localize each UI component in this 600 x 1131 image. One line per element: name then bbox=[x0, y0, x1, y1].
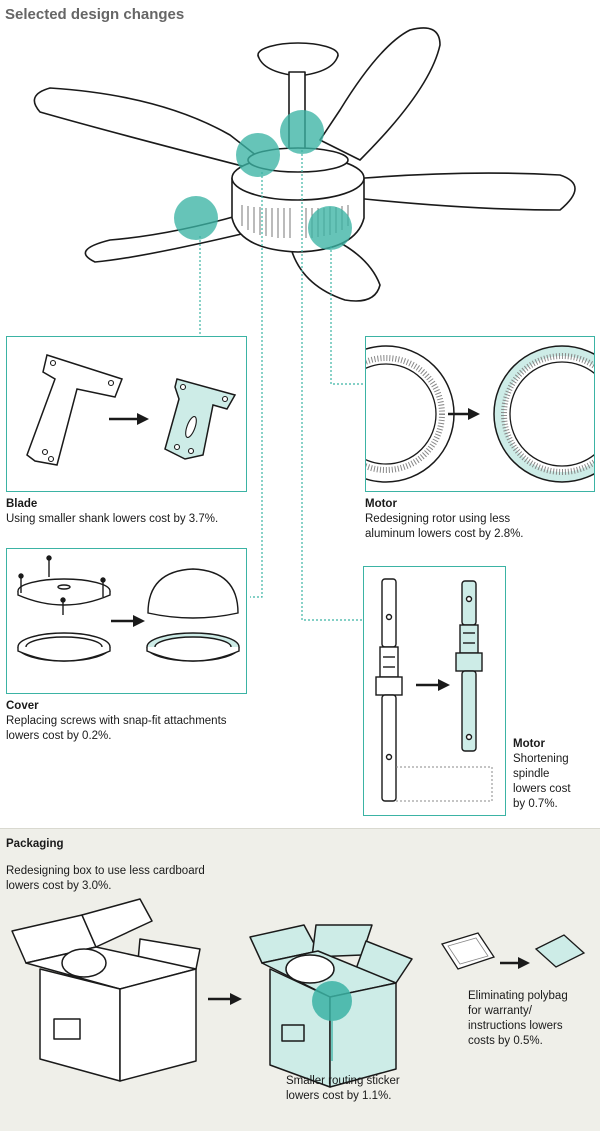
arrow-right-icon bbox=[133, 615, 145, 627]
fan-blade-back-right bbox=[319, 27, 441, 161]
cover-text-1: Replacing screws with snap-fit attachmen… bbox=[6, 715, 227, 727]
box-text-2: lowers cost by 3.0%. bbox=[6, 880, 112, 892]
arrow-right-icon bbox=[438, 679, 450, 691]
motor-rotor-text-2: aluminum lowers cost by 2.8%. bbox=[365, 528, 524, 540]
box-text-1: Redesigning box to use less cardboard bbox=[6, 865, 205, 877]
new-cover bbox=[146, 568, 240, 662]
old-rotor bbox=[366, 345, 455, 483]
polybag-icon bbox=[440, 932, 496, 970]
motor-spindle-text-3: lowers cost bbox=[513, 783, 571, 795]
arrow-right-icon bbox=[230, 993, 242, 1005]
blade-text: Using smaller shank lowers cost by 3.7%. bbox=[6, 513, 219, 525]
screw-icons bbox=[18, 555, 106, 615]
arrow-right-icon bbox=[468, 408, 480, 420]
blade-shank-comparison bbox=[26, 354, 237, 466]
polybag-text-1: Eliminating polybag bbox=[468, 990, 568, 1002]
instructions-icon bbox=[534, 934, 586, 968]
motor-rotor-text-1: Redesigning rotor using less bbox=[365, 513, 511, 525]
blade-highlight bbox=[174, 196, 218, 240]
blade-panel bbox=[6, 336, 247, 492]
sticker-text-1: Smaller routing sticker bbox=[286, 1075, 400, 1087]
rotor-comparison bbox=[366, 345, 594, 483]
cover-caption: Cover Replacing screws with snap-fit att… bbox=[6, 699, 227, 744]
motor-spindle-panel bbox=[363, 566, 506, 816]
packaging-section: Packaging Redesigning box to use less ca… bbox=[0, 828, 600, 1131]
cover-heading: Cover bbox=[6, 700, 39, 712]
polybag-caption: Eliminating polybag for warranty/ instru… bbox=[468, 989, 568, 1049]
old-cover bbox=[17, 578, 111, 662]
packaging-illustration bbox=[11, 898, 586, 1088]
motor-spindle-text-4: by 0.7%. bbox=[513, 798, 558, 810]
cover-text-2: lowers cost by 0.2%. bbox=[6, 730, 112, 742]
motor-spindle-heading: Motor bbox=[513, 738, 545, 750]
rotor-highlight bbox=[308, 206, 352, 250]
page-title: Selected design changes bbox=[5, 6, 185, 23]
motor-spindle-caption: Motor Shortening spindle lowers cost by … bbox=[513, 737, 571, 812]
polybag-text-4: costs by 0.5%. bbox=[468, 1035, 543, 1047]
leader-lines bbox=[199, 150, 363, 621]
routing-sticker-highlight bbox=[312, 981, 352, 1021]
motor-rotor-heading: Motor bbox=[365, 498, 397, 510]
sticker-caption: Smaller routing sticker lowers cost by 1… bbox=[286, 1074, 400, 1104]
fan-blade-right bbox=[344, 172, 576, 211]
arrow-right-icon bbox=[518, 957, 530, 969]
old-spindle bbox=[375, 578, 403, 802]
new-rotor bbox=[493, 345, 594, 483]
fan-blade-left bbox=[33, 87, 263, 169]
new-spindle bbox=[455, 580, 483, 752]
spindle-comparison bbox=[375, 578, 493, 802]
spindle-highlight bbox=[280, 110, 324, 154]
cover-comparison bbox=[17, 555, 240, 662]
blade-heading: Blade bbox=[6, 498, 38, 510]
motor-rotor-panel bbox=[365, 336, 595, 492]
ceiling-fan-illustration bbox=[33, 27, 576, 302]
blade-caption: Blade Using smaller shank lowers cost by… bbox=[6, 497, 218, 527]
old-box bbox=[11, 898, 201, 1082]
arrow-right-icon bbox=[137, 413, 149, 425]
polybag-text-2: for warranty/ bbox=[468, 1005, 532, 1017]
packaging-heading: Packaging bbox=[6, 838, 64, 850]
old-blade-shank bbox=[26, 354, 123, 466]
motor-spindle-text-1: Shortening bbox=[513, 753, 569, 765]
motor-rotor-caption: Motor Redesigning rotor using less alumi… bbox=[365, 497, 524, 542]
cover-highlight bbox=[236, 133, 280, 177]
cover-panel bbox=[6, 548, 247, 694]
sticker-text-2: lowers cost by 1.1%. bbox=[286, 1090, 392, 1102]
motor-spindle-text-2: spindle bbox=[513, 768, 550, 780]
new-blade-shank bbox=[164, 378, 237, 460]
polybag-text-3: instructions lowers bbox=[468, 1020, 563, 1032]
box-caption: Redesigning box to use less cardboard lo… bbox=[6, 864, 205, 894]
